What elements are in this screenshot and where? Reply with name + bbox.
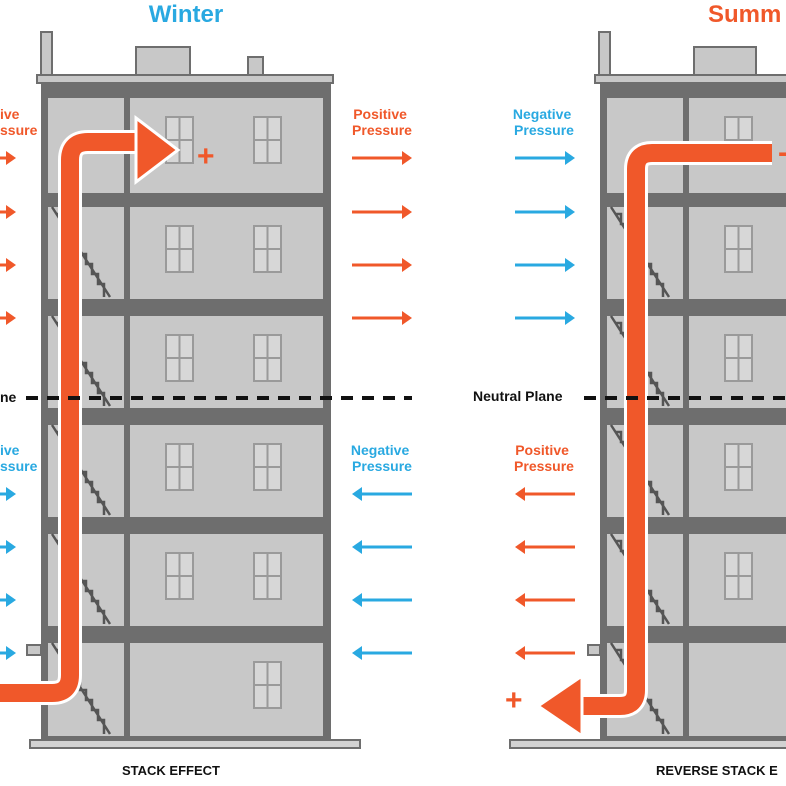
arrow-icon	[0, 644, 18, 662]
winter-roof-vent	[247, 56, 264, 77]
winter-roof-box	[135, 46, 191, 76]
arrow-icon	[513, 149, 577, 167]
winter-room	[130, 316, 323, 408]
arrow-icon	[350, 485, 414, 503]
summer-upper-left-label: Negative Pressure	[513, 106, 575, 138]
arrow-icon	[513, 591, 577, 609]
arrow-icon	[0, 203, 18, 221]
winter-chimney	[40, 31, 53, 79]
arrow-icon	[350, 591, 414, 609]
winter-room	[130, 534, 323, 626]
summer-side-pipe	[587, 644, 601, 656]
arrow-icon	[0, 591, 18, 609]
summer-lower-left-label: Positive Pressure	[514, 442, 574, 474]
winter-upper-left-label: ive ssure	[0, 106, 38, 138]
summer-roof-box	[693, 46, 757, 76]
winter-roof-cornice	[36, 74, 334, 84]
summer-base-ground	[509, 739, 786, 749]
winter-neutral-plane-label: ne	[0, 389, 17, 405]
summer-roof-cornice	[594, 74, 786, 84]
arrow-icon	[350, 149, 414, 167]
window-icon	[165, 116, 282, 709]
summer-building: + -	[505, 31, 786, 749]
arrow-icon	[513, 256, 577, 274]
arrow-icon	[350, 203, 414, 221]
arrow-icon	[350, 538, 414, 556]
summer-plus-sign: +	[505, 684, 523, 717]
winter-side-pipe	[26, 644, 42, 656]
summer-caption: REVERSE STACK E	[656, 763, 778, 778]
arrow-icon	[513, 538, 577, 556]
airflow-duct-icon	[0, 114, 181, 705]
arrow-icon	[513, 644, 577, 662]
window-icon	[724, 116, 753, 600]
arrow-icon	[0, 309, 18, 327]
arrow-icon	[350, 644, 414, 662]
winter-lower-right-label: Negative Pressure	[351, 442, 413, 474]
winter-base-ground	[29, 739, 361, 749]
arrow-icon	[513, 485, 577, 503]
arrow-icon	[0, 538, 18, 556]
arrow-icon	[0, 149, 18, 167]
winter-title: Winter	[149, 1, 223, 28]
arrow-icon	[513, 203, 577, 221]
arrow-icon	[0, 485, 18, 503]
airflow-duct-icon	[535, 141, 772, 739]
winter-plus-sign: +	[197, 140, 215, 173]
winter-lower-left-label: ive ssure	[0, 442, 38, 474]
summer-chimney	[598, 31, 611, 79]
winter-caption: STACK EFFECT	[122, 763, 220, 778]
summer-title: Summ	[708, 1, 781, 28]
winter-building: +	[0, 31, 361, 749]
arrow-icon	[350, 256, 414, 274]
arrow-icon	[513, 309, 577, 327]
winter-room	[130, 207, 323, 299]
summer-room	[689, 643, 786, 736]
winter-upper-right-label: Positive Pressure	[352, 106, 412, 138]
winter-room	[130, 425, 323, 517]
summer-neutral-plane-label: Neutral Plane	[473, 388, 563, 404]
arrow-icon	[350, 309, 414, 327]
arrow-icon	[0, 256, 18, 274]
summer-cut-sign: -	[778, 136, 786, 169]
winter-room	[130, 643, 323, 736]
